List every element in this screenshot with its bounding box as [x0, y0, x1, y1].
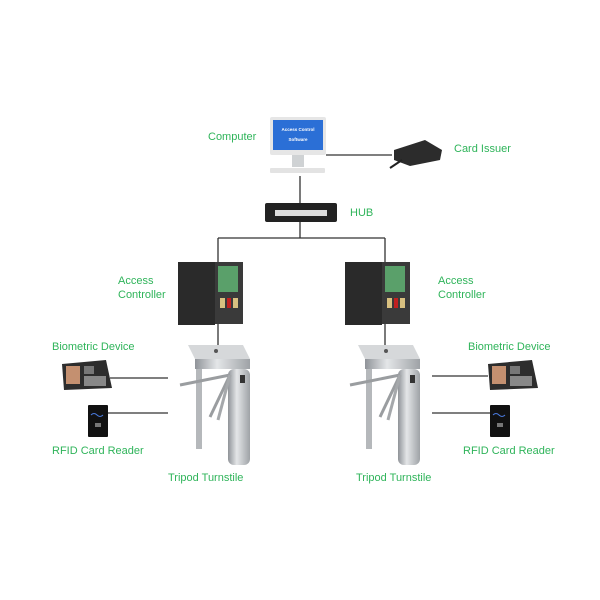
- computer-icon: Access Control Software: [270, 117, 326, 173]
- right-controller-label-line1: Access: [438, 275, 474, 287]
- right-rfid-label: RFID Card Reader: [463, 445, 555, 457]
- right-tripod-turnstile-icon: [348, 343, 422, 467]
- computer-label: Computer: [208, 131, 257, 143]
- left-biometric-device-icon: [62, 360, 112, 390]
- card-issuer-label: Card Issuer: [454, 143, 511, 155]
- right-turnstile-label: Tripod Turnstile: [356, 472, 431, 484]
- left-controller-label-line2: Controller: [118, 289, 166, 301]
- hub-label: HUB: [350, 207, 373, 219]
- right-biometric-device-icon: [488, 360, 538, 390]
- left-turnstile-label: Tripod Turnstile: [168, 472, 243, 484]
- left-tripod-turnstile-icon: [178, 343, 252, 467]
- card-issuer-icon: [389, 140, 442, 169]
- left-access-controller-icon: [178, 262, 243, 325]
- screen-text-line2: Software: [288, 137, 308, 142]
- screen-text-line1: Access Control: [281, 127, 314, 132]
- right-controller-label-line2: Controller: [438, 289, 486, 301]
- left-rfid-reader-icon: [87, 404, 109, 438]
- hub-icon: [265, 203, 337, 222]
- right-rfid-reader-icon: [489, 404, 511, 438]
- right-access-controller-icon: [345, 262, 410, 325]
- wires: [108, 154, 490, 414]
- right-biometric-label: Biometric Device: [468, 341, 551, 353]
- left-rfid-label: RFID Card Reader: [52, 445, 144, 457]
- left-biometric-label: Biometric Device: [52, 341, 135, 353]
- left-controller-label-line1: Access: [118, 275, 154, 287]
